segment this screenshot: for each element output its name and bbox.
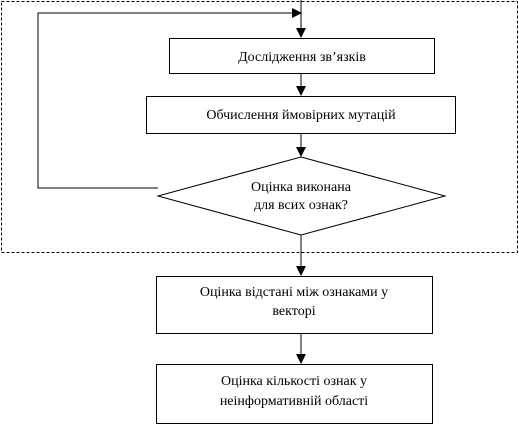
entry-arrowhead xyxy=(296,28,306,38)
loop-region-boundary xyxy=(1,1,518,253)
box-explore-links: Дослідження зв’язків xyxy=(169,38,435,74)
box-count-evaluation-line2: неінформативній області xyxy=(220,394,368,409)
box-compute-mutations: Обчислення ймовірних мутацій xyxy=(146,96,456,134)
loop-back-arrowhead xyxy=(292,8,302,18)
decision-label-line1: Оцінка виконана xyxy=(251,180,352,195)
box-count-evaluation: Оцінка кількості ознак у неінформативній… xyxy=(156,364,433,424)
box-distance-evaluation: Оцінка відстані між ознаками у векторі xyxy=(156,276,433,334)
box-compute-mutations-label: Обчислення ймовірних мутацій xyxy=(206,108,396,123)
box-distance-evaluation-line1: Оцінка відстані між ознаками у xyxy=(200,285,388,300)
box-explore-links-label: Дослідження зв’язків xyxy=(238,50,366,65)
box-count-evaluation-line1: Оцінка кількості ознак у xyxy=(221,374,367,389)
decision-all-features-evaluated: Оцінка виконана для всих ознак? xyxy=(156,156,447,236)
arrowhead-decision-3 xyxy=(296,266,306,276)
arrowhead-3-4 xyxy=(296,354,306,364)
box-distance-evaluation-line2: векторі xyxy=(272,304,315,319)
arrowhead-2-decision xyxy=(296,147,306,157)
decision-label-line2: для всих ознак? xyxy=(254,198,348,213)
arrowhead-1-2 xyxy=(296,86,306,96)
loop-back-connector xyxy=(37,12,294,189)
